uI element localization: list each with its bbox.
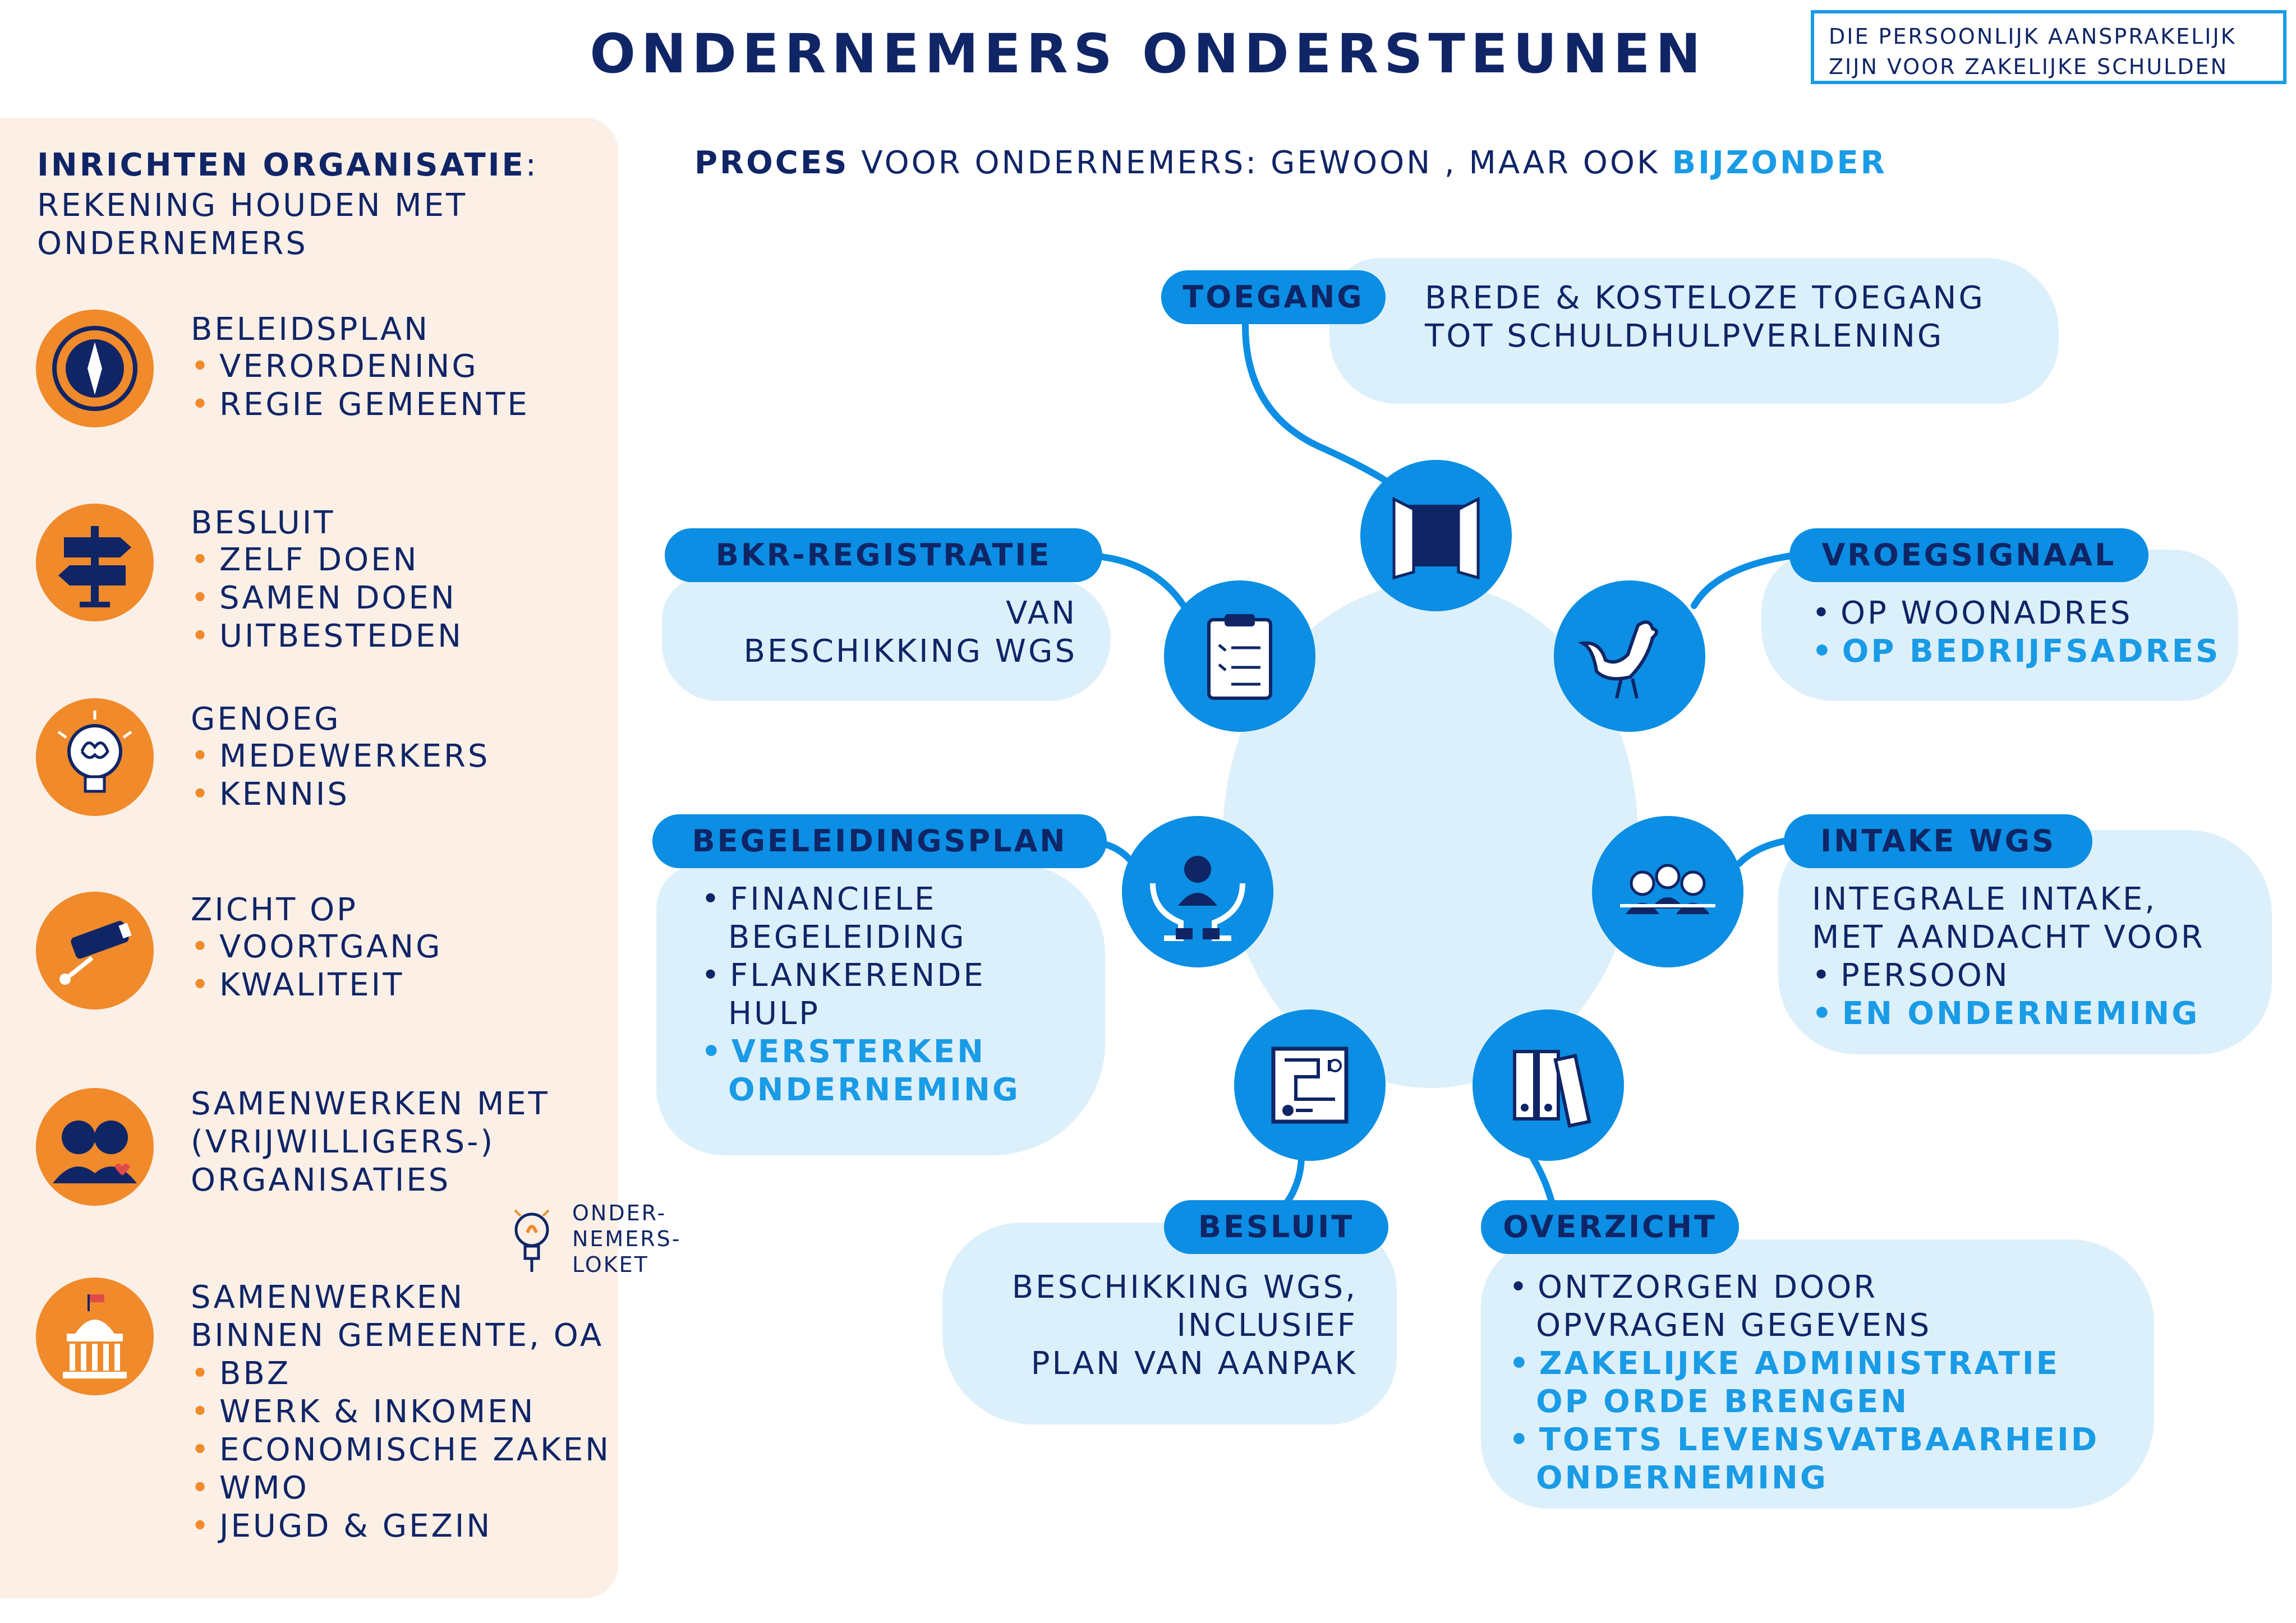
page-title: ONDERNEMERS ONDERSTEUNEN bbox=[590, 22, 1706, 85]
pill-besluit: BESLUIT bbox=[1164, 1200, 1388, 1254]
item-bullet: •ECONOMISCHE ZAKEN bbox=[191, 1432, 611, 1468]
list-item-zicht-op: ZICHT OP •VOORTGANG •KWALITEIT bbox=[191, 892, 443, 1004]
list-item: •FLANKERENDE bbox=[701, 957, 986, 994]
item-bullet: •WERK & INKOMEN bbox=[191, 1394, 536, 1430]
list-item: •OP BEDRIJFSADRES bbox=[1812, 633, 2221, 670]
pill-intake: INTAKE WGS bbox=[1784, 814, 2092, 868]
process-bold: PROCES bbox=[694, 145, 849, 181]
item-bullet: •VERORDENING bbox=[191, 348, 478, 385]
list-item-samenwerken-met: SAMENWERKEN MET (VRIJWILLIGERS-) ORGANIS… bbox=[191, 1085, 550, 1200]
item-bullet: •WMO bbox=[191, 1470, 309, 1506]
list-item: •PERSOON bbox=[1812, 957, 2010, 994]
list-item: •VERSTERKEN bbox=[701, 1034, 986, 1070]
item-title: GENOEG bbox=[191, 701, 341, 737]
security-camera-icon bbox=[36, 892, 154, 1009]
item-bullet: •VOORTGANG bbox=[191, 929, 443, 965]
begeleidingsplan-text: •FINANCIELE BEGELEIDING •FLANKERENDE HUL… bbox=[701, 881, 1020, 1108]
small-lightbulb-icon bbox=[509, 1199, 554, 1278]
rooster-icon bbox=[1554, 580, 1705, 732]
pill-vroegsignaal: VROEGSIGNAAL bbox=[1789, 528, 2148, 582]
list-item: •FINANCIELE bbox=[701, 881, 937, 917]
item-bullet: •MEDEWERKERS bbox=[191, 738, 490, 774]
connector-vroegsignaal bbox=[1691, 552, 1798, 609]
pill-toegang: TOEGANG bbox=[1161, 270, 1386, 324]
clipboard-icon bbox=[1164, 580, 1315, 732]
besluit-text: BESCHIKKING WGS, INCLUSIEF PLAN VAN AANP… bbox=[1011, 1269, 1358, 1382]
toegang-blob bbox=[1329, 258, 2059, 404]
item-bullet: •BBZ bbox=[191, 1355, 291, 1392]
pill-begeleidingsplan: BEGELEIDINGSPLAN bbox=[652, 814, 1107, 868]
list-item: •EN ONDERNEMING bbox=[1812, 995, 2200, 1032]
overzicht-blob bbox=[1481, 1239, 2154, 1509]
maze-icon bbox=[1234, 1009, 1386, 1161]
bkr-text: VAN BESCHIKKING WGS bbox=[743, 595, 1077, 670]
list-item: •ZAKELIJKE ADMINISTRATIE bbox=[1509, 1345, 2060, 1382]
connector-toegang bbox=[1242, 322, 1406, 497]
item-bullet: •UITBESTEDEN bbox=[191, 618, 464, 654]
item-title: ORGANISATIES bbox=[191, 1162, 451, 1198]
toegang-text: BREDE & KOSTELOZE TOEGANG TOT SCHULDHULP… bbox=[1425, 280, 1985, 354]
list-item-besluit: BESLUIT •ZELF DOEN •SAMEN DOEN •UITBESTE… bbox=[191, 505, 463, 656]
process-heading: PROCES VOOR ONDERNEMERS: GEWOON , MAAR O… bbox=[694, 145, 1887, 181]
connector-intake bbox=[1736, 838, 1787, 867]
item-title: SAMENWERKEN bbox=[191, 1279, 465, 1316]
item-bullet: •JEUGD & GEZIN bbox=[191, 1508, 493, 1544]
people-icon bbox=[36, 1088, 154, 1206]
connector-besluit bbox=[1281, 1152, 1305, 1209]
item-title: BESLUIT bbox=[191, 505, 335, 541]
item-bullet: •REGIE GEMEENTE bbox=[191, 386, 530, 423]
process-normal: VOOR ONDERNEMERS: GEWOON , MAAR OOK bbox=[861, 145, 1660, 181]
list-item-genoeg: GENOEG •MEDEWERKERS •KENNIS bbox=[191, 701, 490, 814]
list-item-beleidsplan: BELEIDSPLAN •VERORDENING •REGIE GEMEENTE bbox=[191, 311, 530, 424]
besluit-blob bbox=[942, 1223, 1397, 1424]
list-item: •TOETS LEVENSVATBAARHEID bbox=[1509, 1422, 2100, 1458]
org-title-colon: : bbox=[525, 147, 539, 183]
process-highlight: BIJZONDER bbox=[1672, 145, 1887, 181]
list-item-samenwerken-binnen: SAMENWERKEN BINNEN GEMEENTE, OA •BBZ •WE… bbox=[191, 1279, 611, 1546]
bkr-blob bbox=[662, 578, 1111, 701]
note-line-2: ZIJN VOOR ZAKELIJKE SCHULDEN bbox=[1829, 54, 2229, 79]
note-box: DIE PERSOONLIJK AANSPRAKELIJK ZIJN VOOR … bbox=[1811, 10, 2286, 84]
org-subtitle-line: ONDERNEMERS bbox=[37, 225, 308, 262]
list-item: •ONTZORGEN DOOR bbox=[1509, 1269, 1878, 1306]
town-hall-icon bbox=[36, 1278, 154, 1395]
item-bullet: •SAMEN DOEN bbox=[191, 580, 457, 616]
loket-label: ONDER- NEMERS- LOKET bbox=[572, 1201, 682, 1277]
hands-person-icon bbox=[1122, 816, 1273, 967]
pill-overzicht: OVERZICHT bbox=[1481, 1200, 1739, 1254]
list-item: •OP WOONADRES bbox=[1812, 595, 2133, 631]
org-title-text: INRICHTEN ORGANISATIE bbox=[37, 147, 526, 183]
meeting-icon bbox=[1592, 816, 1743, 967]
item-title: BELEIDSPLAN bbox=[191, 311, 430, 348]
overzicht-text: •ONTZORGEN DOOR OPVRAGEN GEGEVENS •ZAKEL… bbox=[1509, 1269, 2100, 1496]
item-bullet: •ZELF DOEN bbox=[191, 542, 419, 578]
item-title: SAMENWERKEN MET bbox=[191, 1086, 550, 1122]
item-title: BINNEN GEMEENTE, OA bbox=[191, 1317, 604, 1354]
door-icon bbox=[1360, 460, 1512, 611]
item-bullet: •KWALITEIT bbox=[191, 967, 404, 1003]
pill-bkr: BKR-REGISTRATIE bbox=[665, 528, 1102, 582]
note-line-1: DIE PERSOONLIJK AANSPRAKELIJK bbox=[1829, 24, 2237, 49]
item-bullet: •KENNIS bbox=[191, 776, 349, 813]
item-title: ZICHT OP bbox=[191, 892, 358, 928]
org-title: INRICHTEN ORGANISATIE: bbox=[37, 147, 539, 183]
signpost-icon bbox=[36, 504, 154, 621]
begeleidingsplan-blob bbox=[656, 864, 1105, 1155]
binders-icon bbox=[1473, 1009, 1624, 1161]
compass-icon bbox=[36, 310, 154, 427]
intake-text: INTEGRALE INTAKE, MET AANDACHT VOOR •PER… bbox=[1812, 881, 2205, 1032]
org-subtitle: REKENING HOUDEN MET ONDERNEMERS bbox=[37, 187, 598, 263]
item-title: (VRIJWILLIGERS-) bbox=[191, 1124, 495, 1160]
vroegsignaal-text: •OP WOONADRES •OP BEDRIJFSADRES bbox=[1812, 594, 2220, 671]
lightbulb-brain-icon bbox=[36, 698, 154, 816]
org-subtitle-line: REKENING HOUDEN MET bbox=[37, 187, 468, 224]
